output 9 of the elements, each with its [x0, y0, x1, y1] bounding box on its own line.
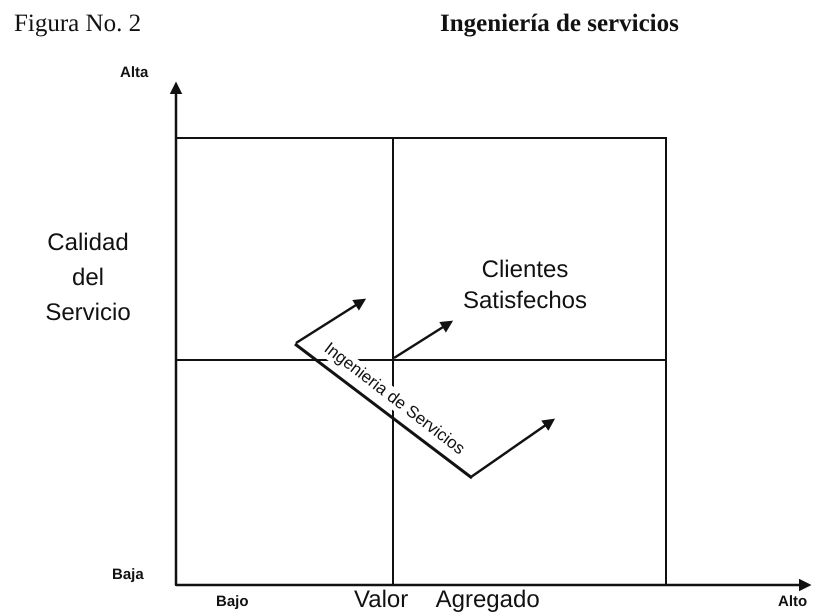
axis-tick-label: Bajo [216, 593, 249, 610]
figure-number: Figura No. 2 [14, 10, 142, 38]
quadrant-label: Clientes Satisfechos [462, 254, 588, 316]
diagram-title: Ingeniería de servicios [440, 10, 679, 38]
axis-title: Valor Agregado [354, 586, 540, 613]
axis-tick-label: Alta [120, 64, 148, 81]
axis-title: Calidad del Servicio [44, 228, 132, 328]
axis-tick-label: Alto [778, 593, 808, 610]
axis-tick-label: Baja [112, 566, 144, 583]
